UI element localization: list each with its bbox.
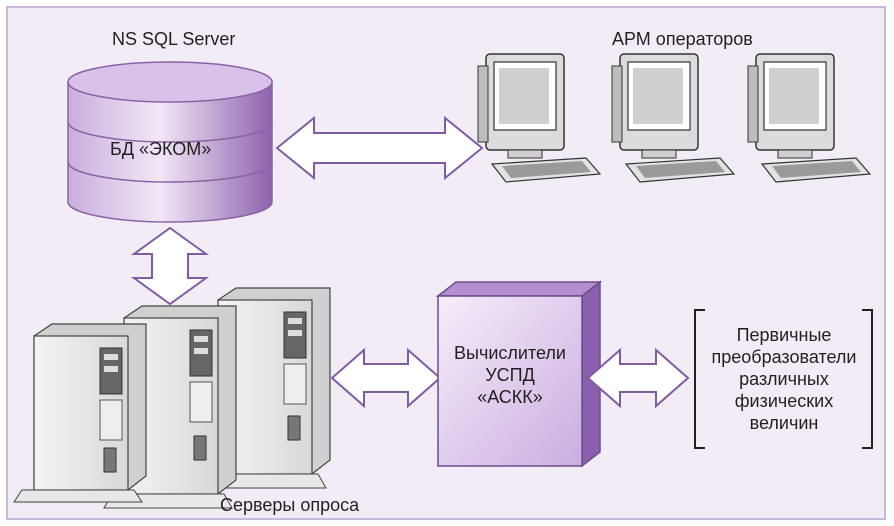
servers-uspd-double-arrow: [330, 347, 442, 409]
uspd-label: Вычислители УСПД «АСКК»: [438, 342, 582, 408]
uspd-transducers-double-arrow: [586, 347, 690, 409]
transducers-label-line: преобразователи: [711, 347, 857, 367]
db-workstations-double-arrow: [275, 115, 484, 181]
workstation-icon: [747, 53, 872, 183]
left-bracket: [694, 309, 705, 449]
poll-servers-label: Серверы опроса: [220, 495, 360, 515]
workstation-icon: [611, 53, 736, 183]
uspd-computer-box: [435, 280, 603, 468]
transducers-label-line: физических: [734, 391, 834, 411]
db-servers-double-arrow: [130, 226, 210, 306]
uspd-label-line: Вычислители: [454, 343, 566, 363]
transducers-label-line: Первичные: [736, 325, 832, 345]
workstations-label: АРМ операторов: [612, 29, 753, 49]
workstation-icon: [477, 53, 602, 183]
right-bracket: [862, 309, 873, 449]
transducers-label: Первичные преобразователи различных физи…: [706, 324, 862, 434]
database-label: БД «ЭКОМ»: [110, 139, 212, 159]
transducers-label-line: величин: [749, 413, 819, 433]
server-tower-icon: [13, 323, 147, 503]
uspd-label-line: УСПД: [485, 365, 535, 385]
db-server-label: NS SQL Server: [112, 29, 236, 49]
transducers-label-line: различных: [739, 369, 829, 389]
uspd-label-line: «АСКК»: [477, 387, 543, 407]
database-cylinder-icon: [67, 61, 273, 223]
